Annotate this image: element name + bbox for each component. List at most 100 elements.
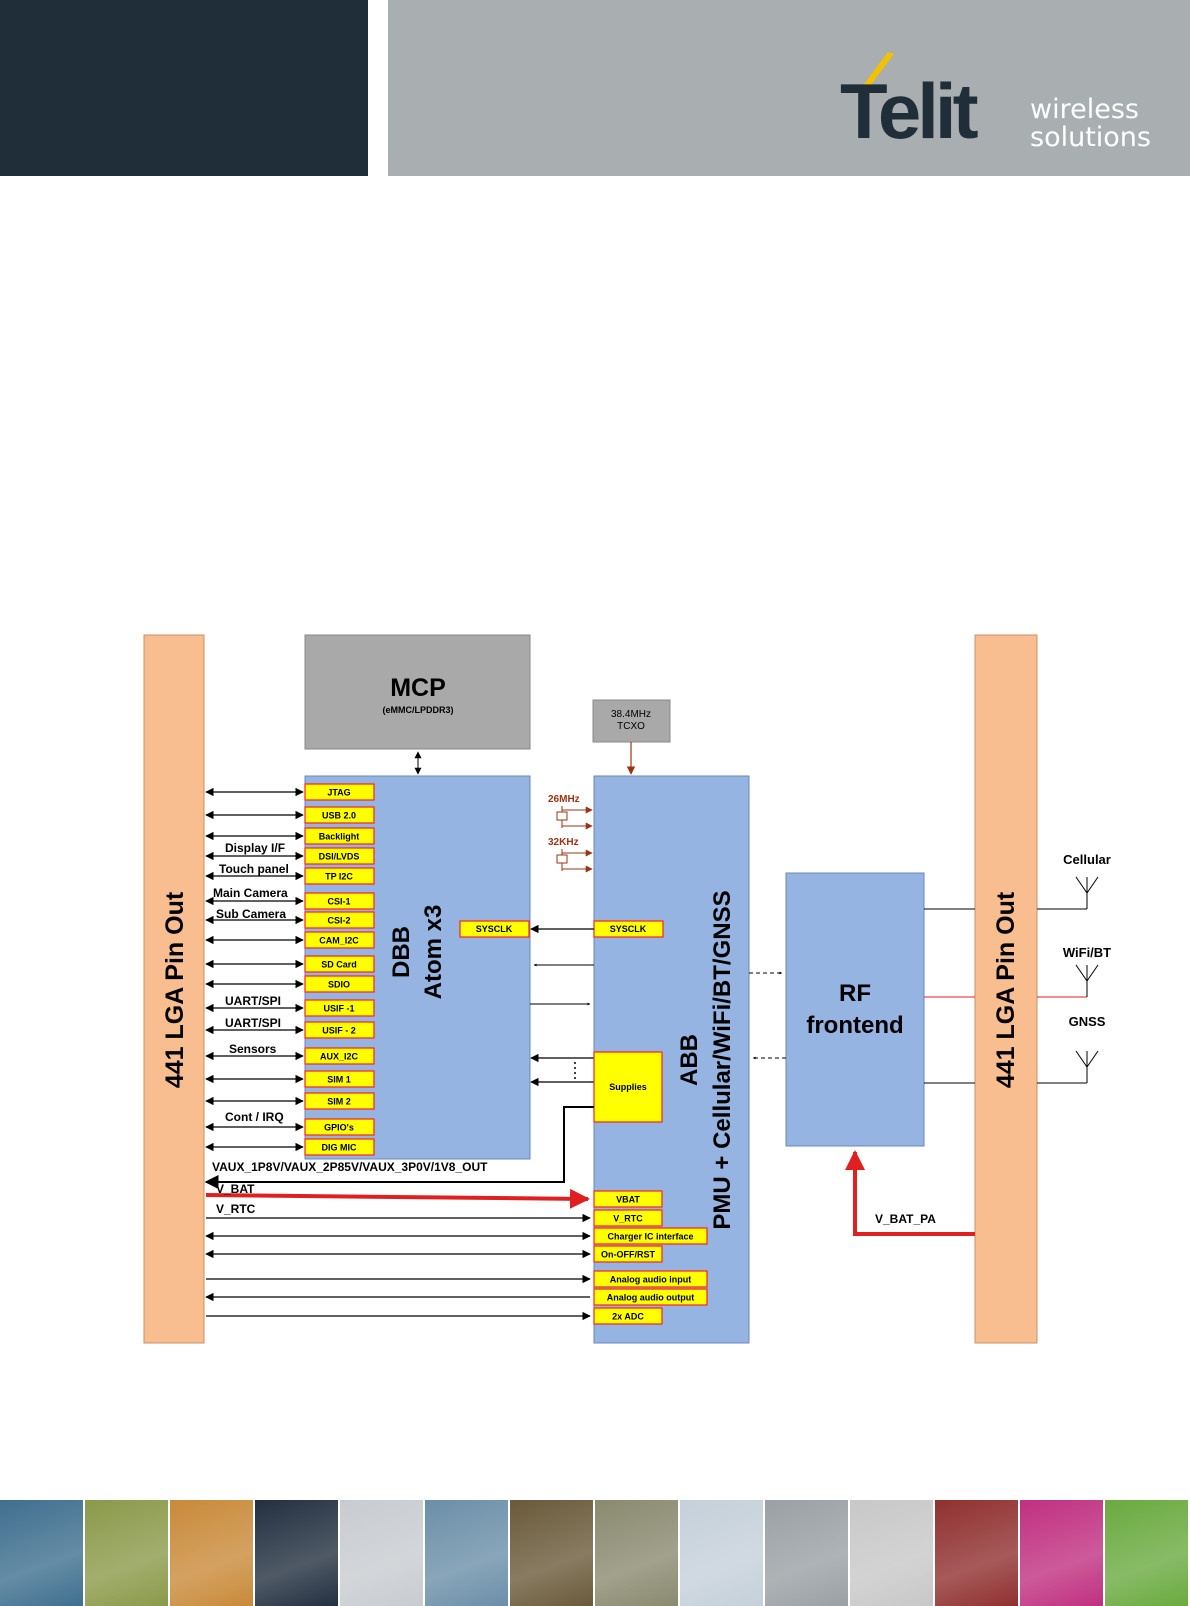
- dbb-port-label: GPIO's: [324, 1123, 354, 1133]
- dbb-port-box: [304, 975, 375, 993]
- abb-port-label: V_RTC: [613, 1214, 643, 1224]
- footer-photo-tile: [510, 1500, 595, 1606]
- footer-photo-tile: [85, 1500, 170, 1606]
- dbb-port-label: Backlight: [319, 832, 360, 842]
- antenna-cellular-label: Cellular: [1063, 852, 1111, 867]
- dbb-port-label: USIF -1: [323, 1004, 354, 1014]
- cellular-antenna-icon: [1075, 876, 1099, 909]
- footer-photo-tile: [340, 1500, 425, 1606]
- dbb-port-box: [304, 955, 375, 973]
- dbb-port-label: CSI-1: [327, 897, 350, 907]
- footer-photo-tile: [935, 1500, 1020, 1606]
- dbb-port-label: TP I2C: [325, 872, 353, 882]
- dbb-port-box: [304, 1047, 375, 1065]
- brand-tagline-line1: wireless: [1030, 94, 1139, 125]
- rf-line1: RF: [839, 980, 871, 1007]
- header-gray-panel: [388, 0, 1190, 176]
- clock-26-label: 26MHz: [548, 794, 580, 805]
- abb-port-label: Analog audio input: [610, 1275, 692, 1285]
- header-dark-panel: [0, 0, 368, 176]
- rf-frontend-block: [785, 872, 925, 1147]
- dbb-line2: Atom x3: [420, 905, 447, 1000]
- abb-port-label: On-OFF/RST: [601, 1250, 655, 1260]
- footer-photo-tile: [0, 1500, 85, 1606]
- dbb-port-box: [304, 1118, 375, 1136]
- footer-photo-tile: [170, 1500, 255, 1606]
- abb-port-label: 2x ADC: [612, 1312, 644, 1322]
- dbb-sysclk-label: SYSCLK: [476, 924, 513, 934]
- footer-photo-tile: [850, 1500, 935, 1606]
- supplies-label: Supplies: [609, 1082, 647, 1092]
- signal-label: Display I/F: [225, 841, 285, 855]
- dbb-port-label: DIG MIC: [322, 1143, 357, 1153]
- left-pin-bar: [143, 634, 205, 1344]
- signal-label: Sensors: [229, 1042, 277, 1056]
- vaux-line: [204, 1106, 594, 1189]
- dbb-port-label: USIF - 2: [322, 1026, 356, 1036]
- vrtc-label: V_RTC: [216, 1202, 256, 1216]
- footer-photo-tile: [255, 1500, 340, 1606]
- dbb-port-box: [304, 892, 375, 910]
- dbb-port-box: [304, 827, 375, 845]
- dbb-port-box: [304, 1092, 375, 1110]
- dbb-sysclk-port: [459, 920, 530, 938]
- dbb-port-label: JTAG: [327, 788, 350, 798]
- dbb-port-label: SIM 2: [327, 1097, 351, 1107]
- dbb-port-box: [304, 1021, 375, 1039]
- abb-port-label: Analog audio output: [607, 1293, 694, 1303]
- dbb-port-box: [304, 1070, 375, 1088]
- abb-port-label: Charger IC interface: [607, 1232, 693, 1242]
- wifi-antenna-icon: [1075, 964, 1099, 997]
- abb-port-label: VBAT: [616, 1195, 640, 1205]
- brand-tagline: wireless solutions: [1030, 94, 1151, 153]
- vbat-pa-label: V_BAT_PA: [875, 1212, 936, 1226]
- abb-port-box: [593, 1270, 708, 1288]
- abb-port-box: [593, 1245, 663, 1263]
- footer-image-strip: [0, 1500, 1190, 1606]
- dbb-port-label: CSI-2: [327, 916, 350, 926]
- vbat-line: [205, 1188, 590, 1209]
- crystal-26-icon: [556, 806, 593, 830]
- dbb-port-box: [304, 783, 375, 801]
- dbb-port-label: DSI/LVDS: [319, 852, 360, 862]
- dbb-port-box: [304, 1138, 375, 1156]
- dbb-port-label: AUX_I2C: [320, 1052, 359, 1062]
- clock-32-label: 32KHz: [548, 837, 579, 848]
- dbb-port-box: [304, 911, 375, 929]
- dbb-line1: DBB: [388, 926, 415, 978]
- footer-photo-tile: [595, 1500, 680, 1606]
- gnss-antenna-icon: [1075, 1050, 1099, 1083]
- dbb-port-label: CAM_I2C: [319, 936, 359, 946]
- footer-photo-tile: [1105, 1500, 1190, 1606]
- right-pin-label: 441 LGA Pin Out: [992, 891, 1020, 1088]
- mcp-block: [304, 634, 531, 750]
- logo-slash-icon: [864, 52, 894, 86]
- antenna-gnss-label: GNSS: [1069, 1014, 1106, 1029]
- right-pin-bar: [974, 634, 1038, 1344]
- abb-port-box: [593, 1209, 663, 1227]
- abb-port-box: [593, 1288, 708, 1306]
- dbb-port-label: SDIO: [328, 980, 350, 990]
- signal-label: Cont / IRQ: [225, 1110, 284, 1124]
- mcp-subtitle: (eMMC/LPDDR3): [383, 705, 454, 715]
- dbb-port-box: [304, 806, 375, 824]
- signal-label: Touch panel: [219, 862, 289, 876]
- vbat-label: V_BAT: [216, 1182, 255, 1196]
- dbb-port-label: SD Card: [321, 960, 357, 970]
- antenna-wifi-label: WiFi/BT: [1063, 945, 1111, 960]
- footer-photo-tile: [765, 1500, 850, 1606]
- dbb-port-label: SIM 1: [327, 1075, 351, 1085]
- abb-port-box: [593, 1190, 663, 1208]
- footer-photo-tile: [1020, 1500, 1105, 1606]
- vaux-label: VAUX_1P8V/VAUX_2P85V/VAUX_3P0V/1V8_OUT: [212, 1160, 488, 1174]
- dbb-port-box: [304, 999, 375, 1017]
- tcxo-line2: TCXO: [617, 721, 645, 732]
- crystal-32-icon: [556, 849, 593, 873]
- signal-label: UART/SPI: [225, 1016, 281, 1030]
- footer-photo-tile: [680, 1500, 765, 1606]
- abb-port-box: [593, 1307, 663, 1325]
- signal-label: Sub Camera: [216, 907, 286, 921]
- rf-line2: frontend: [806, 1012, 903, 1039]
- mcp-title: MCP: [390, 674, 446, 702]
